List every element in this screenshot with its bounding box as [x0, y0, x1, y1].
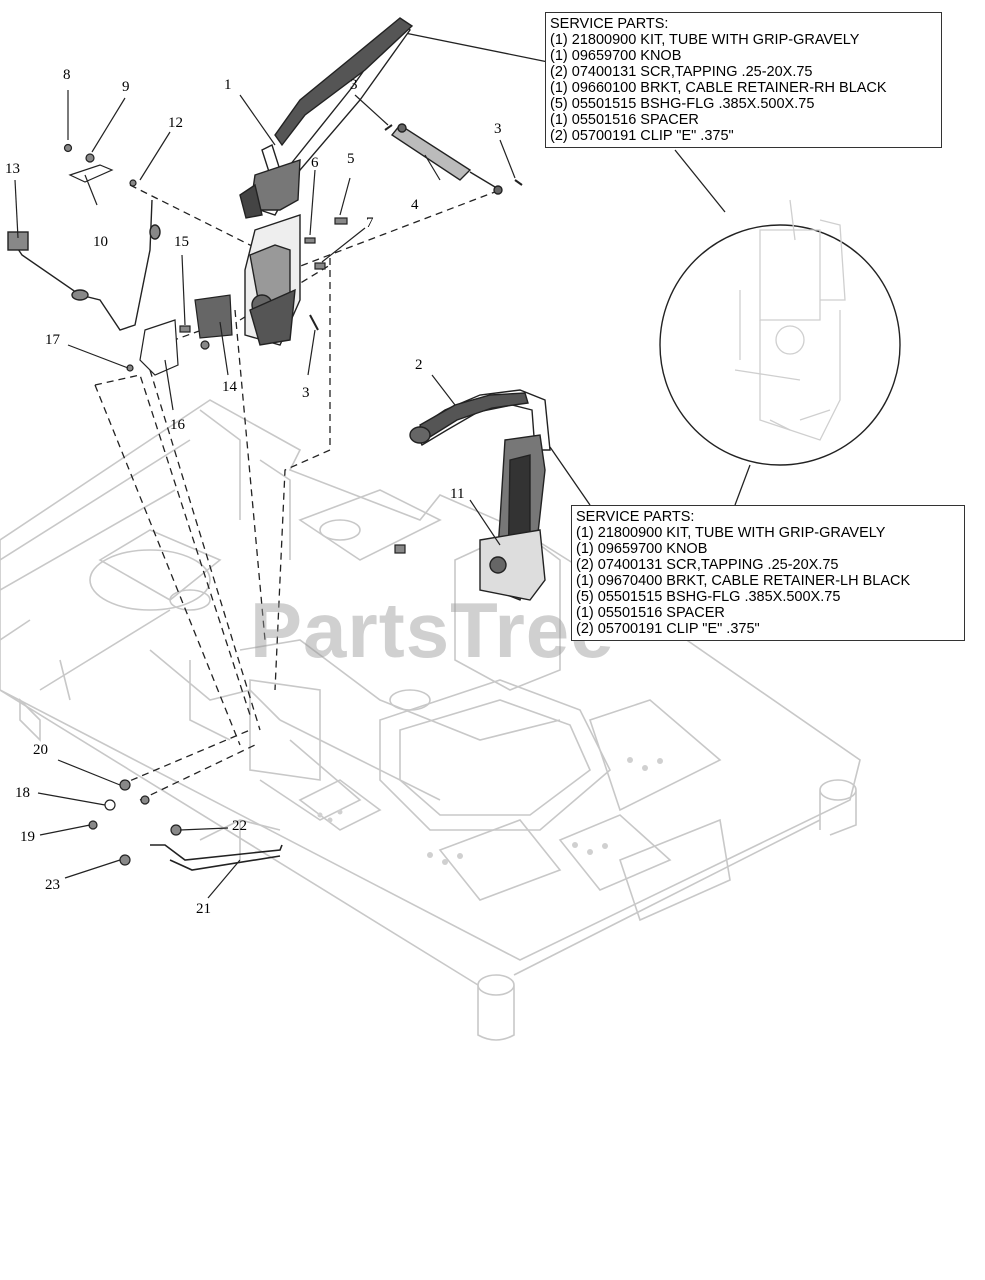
service-part-line: (5) 05501515 BSHG-FLG .385X.500X.75: [576, 589, 841, 605]
callout-21: 21: [196, 901, 211, 917]
service-part-line: (2) 05700191 CLIP "E" .375": [550, 128, 734, 144]
callout-20: 20: [33, 742, 48, 758]
service-part-line: (2) 05700191 CLIP "E" .375": [576, 621, 760, 637]
service-part-line: (1) 09660100 BRKT, CABLE RETAINER-RH BLA…: [550, 80, 887, 96]
service-part-line: (5) 05501515 BSHG-FLG .385X.500X.75: [550, 96, 815, 112]
service-parts-box-rh: SERVICE PARTS: (1) 21800900 KIT, TUBE WI…: [545, 12, 942, 148]
service-part-line: (1) 05501516 SPACER: [576, 605, 725, 621]
rh-control-arm: [239, 17, 414, 346]
detail-circle: [659, 199, 901, 466]
callout-15: 15: [174, 234, 189, 250]
service-parts-heading: SERVICE PARTS:: [576, 509, 695, 525]
service-part-line: (1) 09659700 KNOB: [576, 541, 708, 557]
callout-23: 23: [45, 877, 60, 893]
callout-14: 14: [222, 379, 237, 395]
service-part-line: (2) 07400131 SCR,TAPPING .25-20X.75: [576, 557, 839, 573]
callout-9: 9: [122, 79, 130, 95]
callout-3: 3: [494, 121, 502, 137]
callout-1: 1: [224, 77, 232, 93]
service-part-line: (1) 09670400 BRKT, CABLE RETAINER-LH BLA…: [576, 573, 911, 589]
callout-leaders: [14, 90, 516, 899]
mower-frame: [0, 399, 861, 1041]
damper: [390, 123, 503, 195]
callout-13: 13: [5, 161, 20, 177]
service-parts-heading: SERVICE PARTS:: [550, 16, 669, 32]
service-part-line: (1) 05501516 SPACER: [550, 112, 699, 128]
lh-control-arm: [409, 389, 551, 601]
callout-11: 11: [450, 486, 465, 502]
callout-16: 16: [170, 417, 185, 433]
callout-4: 4: [411, 197, 419, 213]
service-part-line: (1) 09659700 KNOB: [550, 48, 682, 64]
callout-17: 17: [45, 332, 60, 348]
callout-10: 10: [93, 234, 108, 250]
frame-holes: [317, 757, 663, 865]
callout-7: 7: [366, 215, 374, 231]
callout-6: 6: [311, 155, 319, 171]
service-parts-box-lh: SERVICE PARTS: (1) 21800900 KIT, TUBE WI…: [571, 505, 965, 641]
service-part-line: (1) 21800900 KIT, TUBE WITH GRIP-GRAVELY: [550, 32, 860, 48]
leader-lines: [399, 31, 751, 506]
watermark: PartsTree: [250, 586, 615, 674]
callout-18: 18: [15, 785, 30, 801]
cable-assembly: [7, 199, 161, 331]
callout-12: 12: [168, 115, 183, 131]
callout-5: 5: [347, 151, 355, 167]
callout-22: 22: [232, 818, 247, 834]
callout-3: 3: [302, 385, 310, 401]
callout-19: 19: [20, 829, 35, 845]
service-part-line: (2) 07400131 SCR,TAPPING .25-20X.75: [550, 64, 813, 80]
callout-8: 8: [63, 67, 71, 83]
callout-2: 2: [415, 357, 423, 373]
callout-3: 3: [350, 77, 358, 93]
service-part-line: (1) 21800900 KIT, TUBE WITH GRIP-GRAVELY: [576, 525, 886, 541]
